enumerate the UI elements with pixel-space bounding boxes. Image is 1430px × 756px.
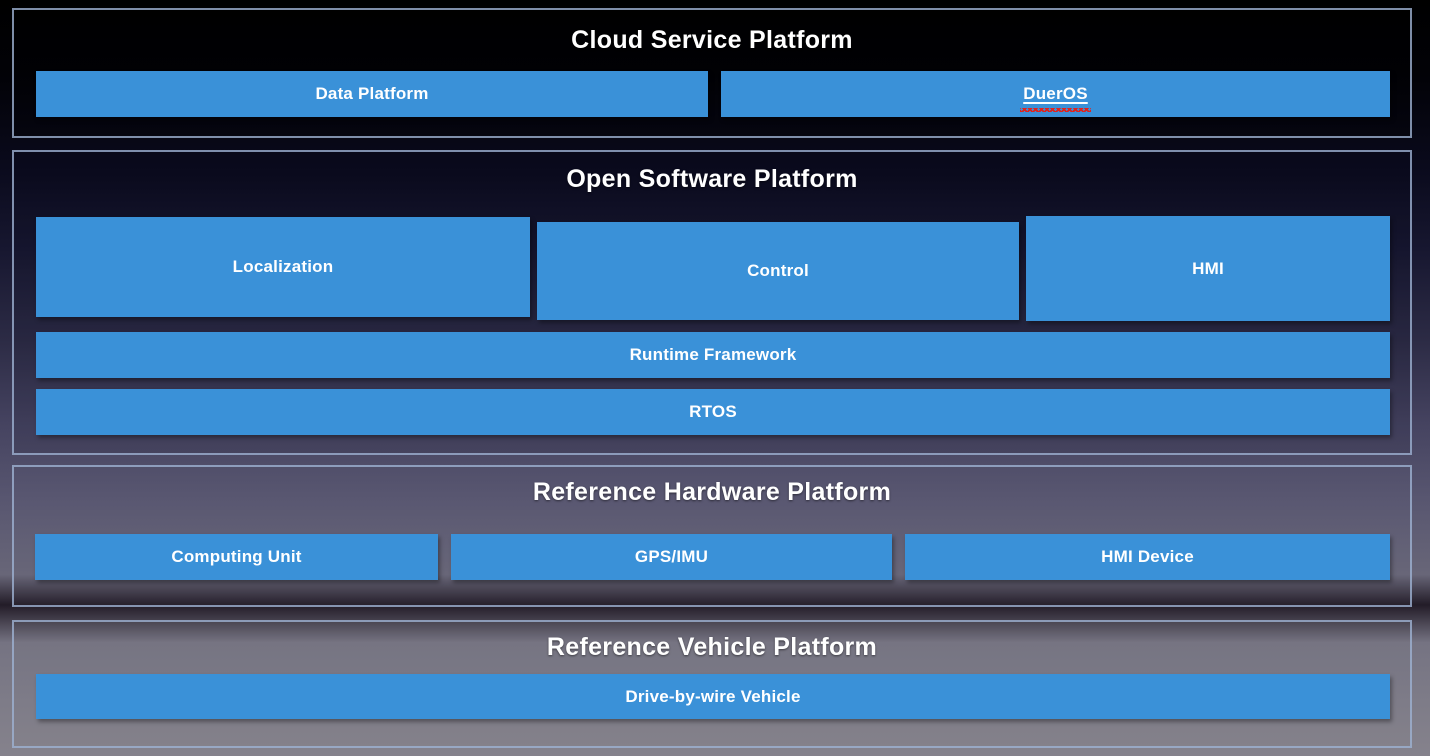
box-label-control: Control xyxy=(747,261,809,280)
box-label-rtos: RTOS xyxy=(689,402,737,421)
box-dueros: DuerOS xyxy=(721,71,1390,117)
box-label-hmi: HMI xyxy=(1192,258,1224,278)
box-hmi: HMI xyxy=(1026,216,1390,321)
box-label-computing-unit: Computing Unit xyxy=(171,547,302,566)
section-open-software-platform: Open Software Platform Localization Cont… xyxy=(12,150,1412,455)
section-title-reference-hardware-platform: Reference Hardware Platform xyxy=(532,478,892,506)
box-computing-unit: Computing Unit xyxy=(35,534,438,580)
box-runtime-framework: Runtime Framework xyxy=(36,332,1390,378)
section-cloud-service-platform: Cloud Service Platform Data Platform Due… xyxy=(12,8,1412,138)
box-label-data-platform: Data Platform xyxy=(315,84,429,103)
box-hmi-device: HMI Device xyxy=(905,534,1390,580)
box-control: Control xyxy=(537,222,1019,320)
section-title-cloud-service-platform: Cloud Service Platform xyxy=(571,26,853,54)
box-gps-imu: GPS/IMU xyxy=(451,534,892,580)
box-label-dueros: DuerOS xyxy=(1020,84,1091,112)
box-drive-by-wire-vehicle: Drive-by-wire Vehicle xyxy=(36,674,1390,719)
box-label-localization: Localization xyxy=(232,257,334,276)
box-rtos: RTOS xyxy=(36,389,1390,435)
box-data-platform: Data Platform xyxy=(36,71,708,117)
box-label-hmi-device: HMI Device xyxy=(1101,547,1194,566)
box-label-gps-imu: GPS/IMU xyxy=(634,547,709,566)
box-localization: Localization xyxy=(36,217,530,317)
section-title-open-software-platform: Open Software Platform xyxy=(566,165,858,193)
box-label-drive-by-wire-vehicle: Drive-by-wire Vehicle xyxy=(625,686,801,706)
section-reference-hardware-platform: Reference Hardware Platform Computing Un… xyxy=(12,465,1412,607)
section-title-reference-vehicle-platform: Reference Vehicle Platform xyxy=(546,633,878,661)
section-reference-vehicle-platform: Reference Vehicle Platform Drive-by-wire… xyxy=(12,620,1412,748)
box-label-runtime-framework: Runtime Framework xyxy=(629,345,797,364)
